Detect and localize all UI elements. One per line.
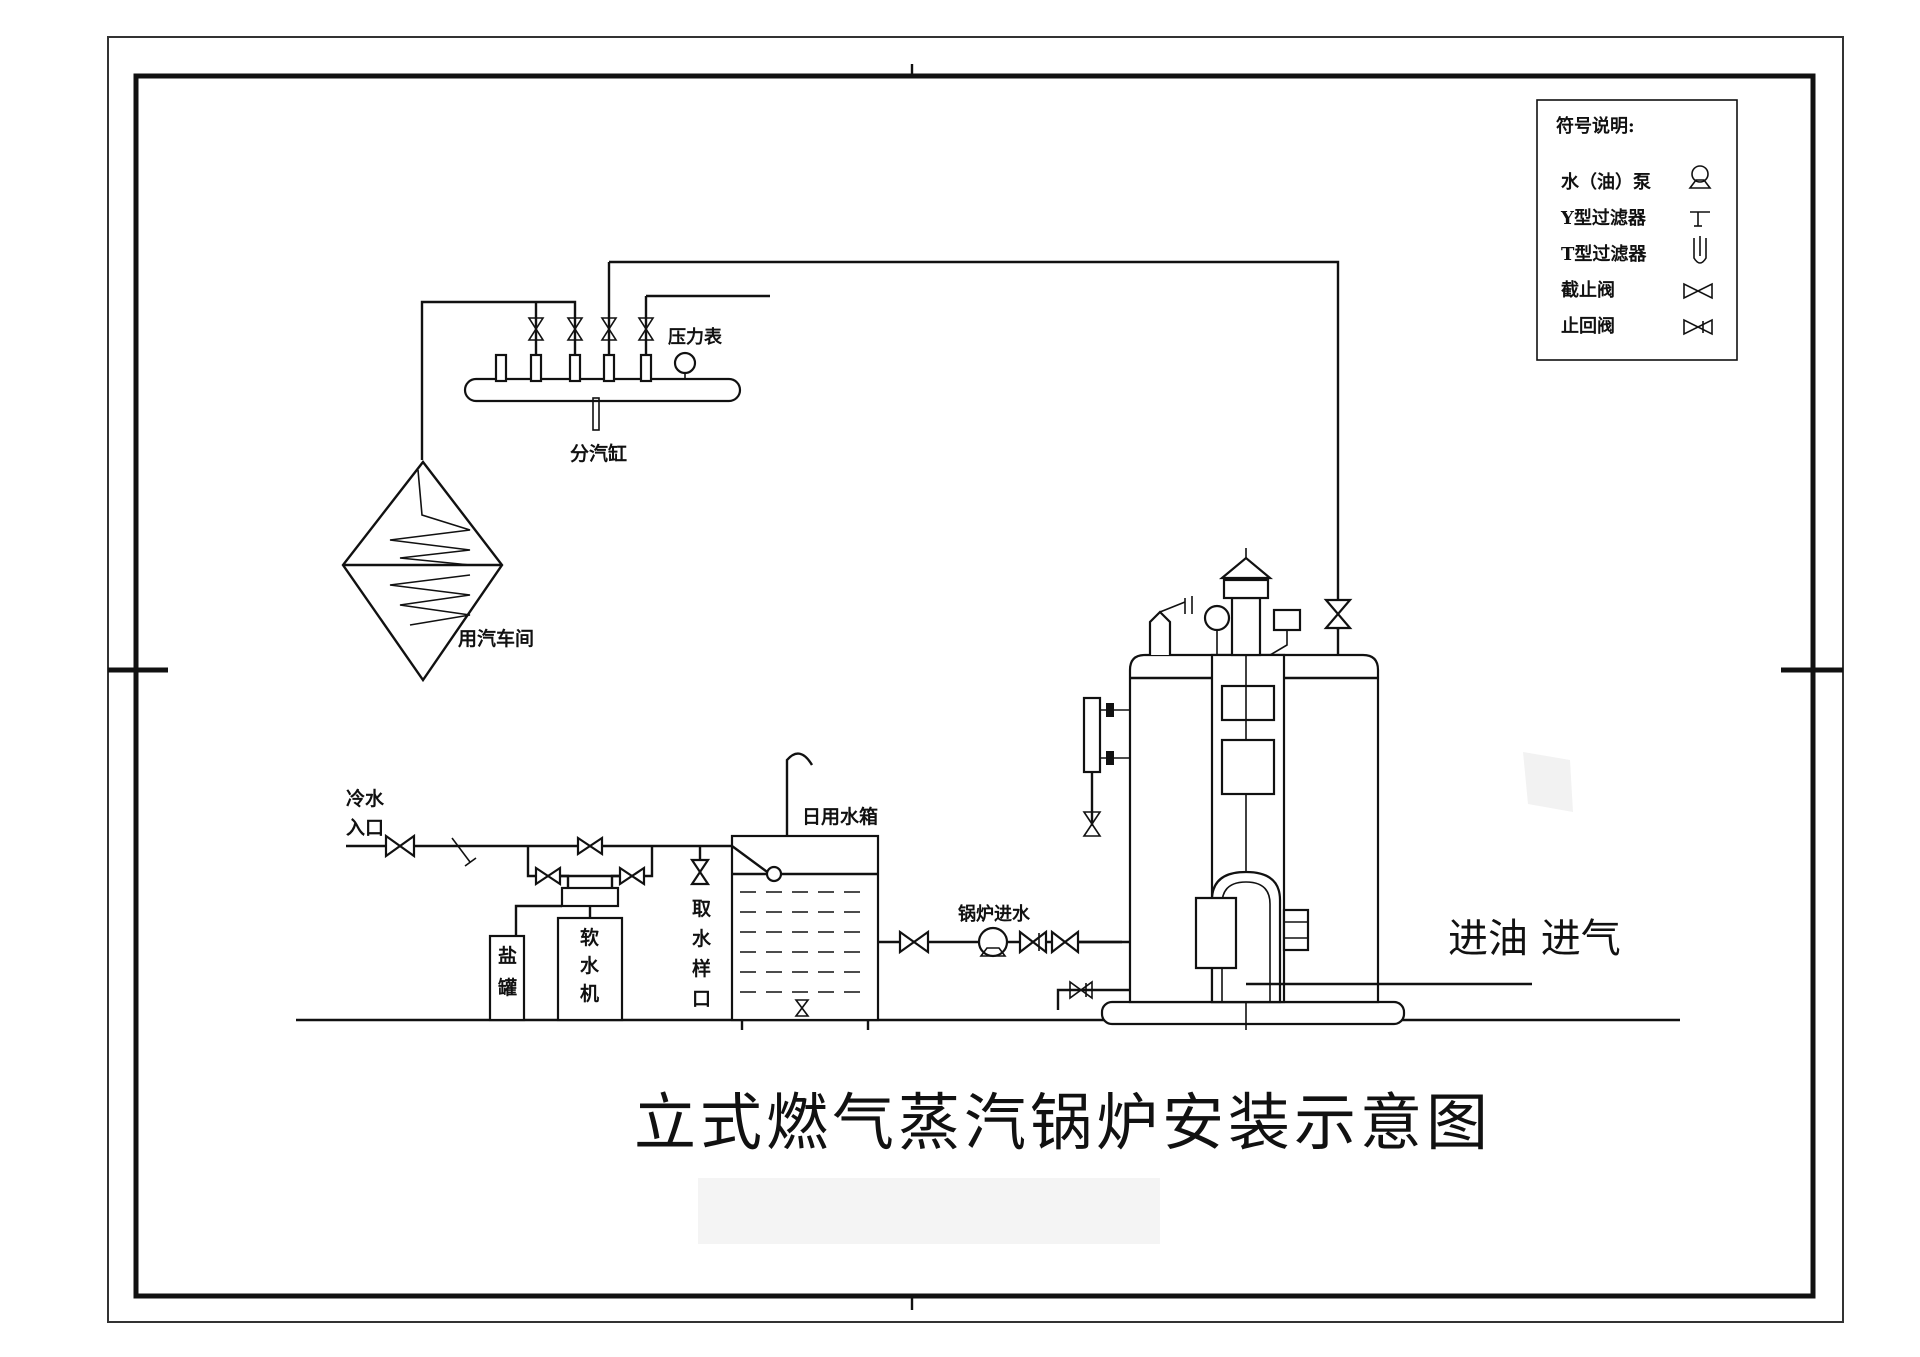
water-softener: 软 水 机 xyxy=(556,916,624,1022)
globe-valve-icon xyxy=(1683,282,1713,300)
steam-header-label: 分汽缸 xyxy=(570,442,627,465)
sample-port-label-4: 口 xyxy=(692,988,711,1010)
check-valve-icon xyxy=(1683,318,1713,336)
cold-water-label-2: 入口 xyxy=(346,817,384,839)
legend-label-t-filter: T型过滤器 xyxy=(1561,243,1647,265)
inner-frame xyxy=(133,73,1816,1299)
steam-pipes xyxy=(420,260,1340,630)
page-title: 立式燃气蒸汽锅炉安装示意图 xyxy=(634,1086,1492,1159)
header-valves xyxy=(527,262,655,355)
y-filter-icon xyxy=(1690,211,1710,227)
blank-patch xyxy=(698,1178,1160,1244)
cold-water-label-1: 冷水 xyxy=(346,787,385,810)
sample-port-label-1: 取 xyxy=(692,898,711,920)
legend-label-globe-valve: 截止阀 xyxy=(1561,279,1615,301)
gray-smudge xyxy=(1523,752,1573,812)
sample-port-label-2: 水 xyxy=(692,928,712,950)
legend-box: 符号说明: 水（油）泵 Y型过滤器 T型过滤器 截止阀 止回阀 xyxy=(1536,99,1738,361)
outer-frame xyxy=(107,36,1844,1323)
vertical-boiler xyxy=(1056,548,1532,1030)
frame-ticks xyxy=(108,64,1843,1310)
salt-tank-label-1: 盐 xyxy=(498,944,517,967)
boiler-feed-line: 锅炉进水 xyxy=(878,903,1122,958)
steam-workshop: 用汽车间 xyxy=(341,460,534,683)
pressure-gauge-label: 压力表 xyxy=(668,326,723,348)
softener-label-3: 机 xyxy=(580,983,599,1005)
pump-icon xyxy=(1688,165,1712,189)
legend-heading: 符号说明: xyxy=(1556,115,1635,137)
sample-port: 取 水 样 口 xyxy=(689,846,712,1010)
legend-label-y-filter: Y型过滤器 xyxy=(1560,207,1647,229)
softener-label-2: 水 xyxy=(580,955,600,977)
salt-tank-label-2: 罐 xyxy=(497,976,517,999)
salt-tank: 盐 罐 xyxy=(488,904,562,1022)
softener-label-1: 软 xyxy=(580,926,599,949)
t-filter-icon xyxy=(1693,236,1707,264)
daily-tank-label: 日用水箱 xyxy=(802,805,878,828)
pressure-gauge: 压力表 xyxy=(668,326,723,380)
legend-label-check-valve: 止回阀 xyxy=(1561,315,1615,337)
sample-port-label-3: 样 xyxy=(692,957,711,980)
steam-header xyxy=(463,353,742,431)
fuel-gas-inlet-label: 进油 进气 xyxy=(1448,916,1621,962)
daily-water-tank: 日用水箱 xyxy=(666,752,880,1030)
cold-water-line xyxy=(346,833,666,918)
steam-workshop-label: 用汽车间 xyxy=(458,627,534,650)
boiler-feed-label: 锅炉进水 xyxy=(958,903,1031,925)
legend-label-pump: 水（油）泵 xyxy=(1561,171,1651,193)
